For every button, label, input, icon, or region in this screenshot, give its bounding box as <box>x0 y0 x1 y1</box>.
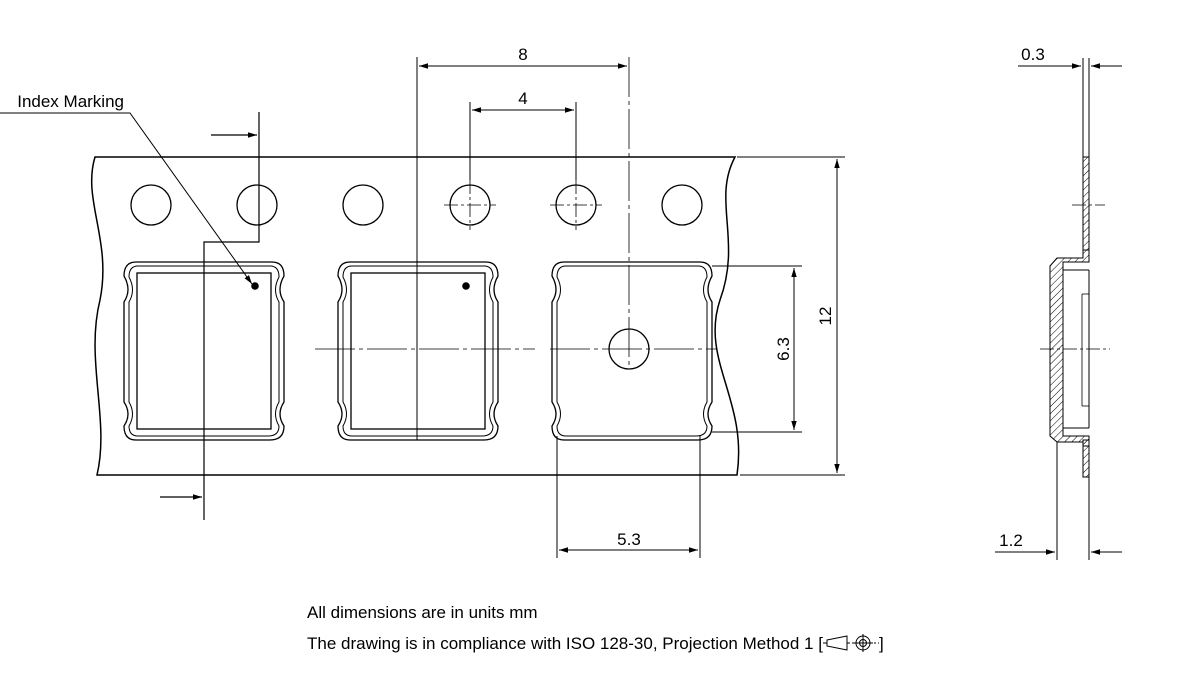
dim-pocket-length <box>712 265 802 433</box>
tape-width-label: 12 <box>816 307 835 326</box>
dim-tape-thickness <box>1018 58 1122 157</box>
dim-pitch <box>416 57 630 440</box>
index-marking-callout: Index Marking <box>0 92 253 285</box>
tape-outline <box>90 156 740 476</box>
units-note: All dimensions are in units mm <box>307 603 538 622</box>
pocket-2 <box>337 261 499 441</box>
pitch-label: 8 <box>518 45 527 64</box>
hole-centerlines <box>444 180 602 230</box>
tape-thickness-label: 0.3 <box>1021 45 1045 64</box>
pockets <box>123 261 713 441</box>
pocket-width-label: 5.3 <box>617 530 641 549</box>
dim-pocket-depth <box>995 442 1122 560</box>
index-marking-label: Index Marking <box>17 92 124 111</box>
pocket-length-label: 6.3 <box>774 337 793 361</box>
compliance-text: The drawing is in compliance with ISO 12… <box>307 634 823 653</box>
compliance-note: The drawing is in compliance with ISO 12… <box>307 633 884 654</box>
compliance-close: ] <box>878 634 884 653</box>
side-view-centerlines <box>1040 204 1110 350</box>
first-angle-projection-icon <box>822 634 879 652</box>
dim-hole-pitch <box>469 102 577 180</box>
hole-pitch-label: 4 <box>518 89 527 108</box>
dim-pocket-width <box>556 436 701 558</box>
section-line <box>160 112 260 520</box>
pocket-depth-label: 1.2 <box>999 531 1023 550</box>
dim-tape-width <box>737 156 845 476</box>
side-view <box>1049 156 1090 478</box>
